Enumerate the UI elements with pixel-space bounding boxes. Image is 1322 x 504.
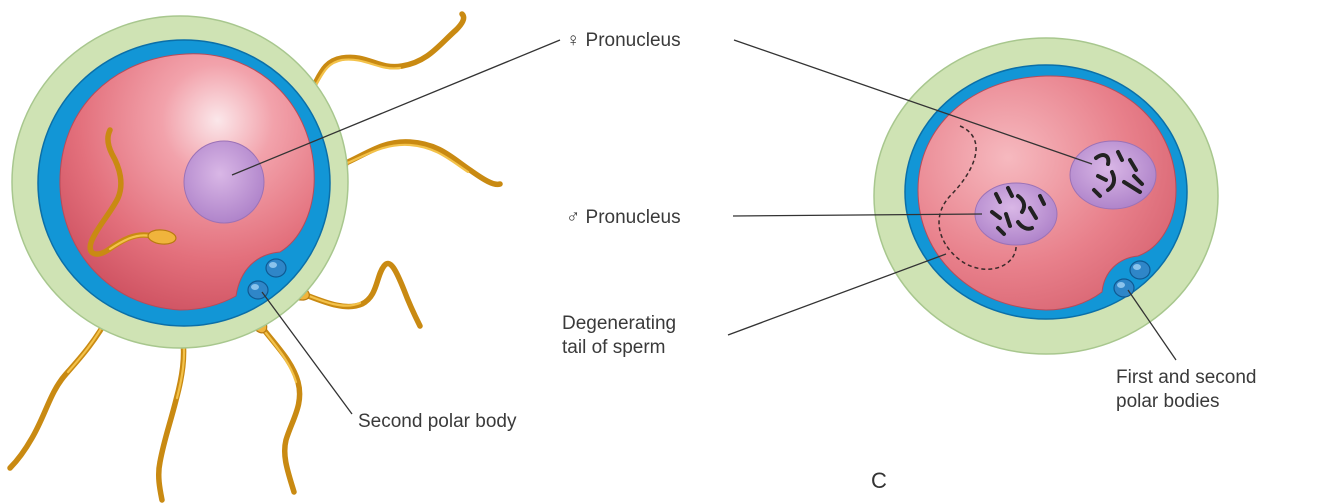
second-polar-body-label: Second polar body [358, 411, 517, 432]
sperm-bottom-right [246, 308, 300, 492]
degenerating-tail-label-line1: Degenerating [562, 313, 676, 334]
male-pronucleus [975, 183, 1057, 245]
female-pronucleus [1070, 141, 1156, 209]
female-pronucleus-label: ♀ Pronucleus [566, 30, 681, 51]
left-pronucleus [184, 141, 264, 223]
degenerating-tail-label-line2: tail of sperm [562, 337, 665, 358]
leader-second-polar-body [262, 292, 352, 414]
first-second-polar-label-line1: First and second [1116, 367, 1256, 388]
male-pronucleus-label: ♂ Pronucleus [566, 207, 681, 228]
panel-letter: C [871, 468, 887, 493]
first-second-polar-label-line2: polar bodies [1116, 391, 1220, 412]
right-oocyte [874, 38, 1218, 354]
sperm-right-upper [322, 142, 500, 185]
